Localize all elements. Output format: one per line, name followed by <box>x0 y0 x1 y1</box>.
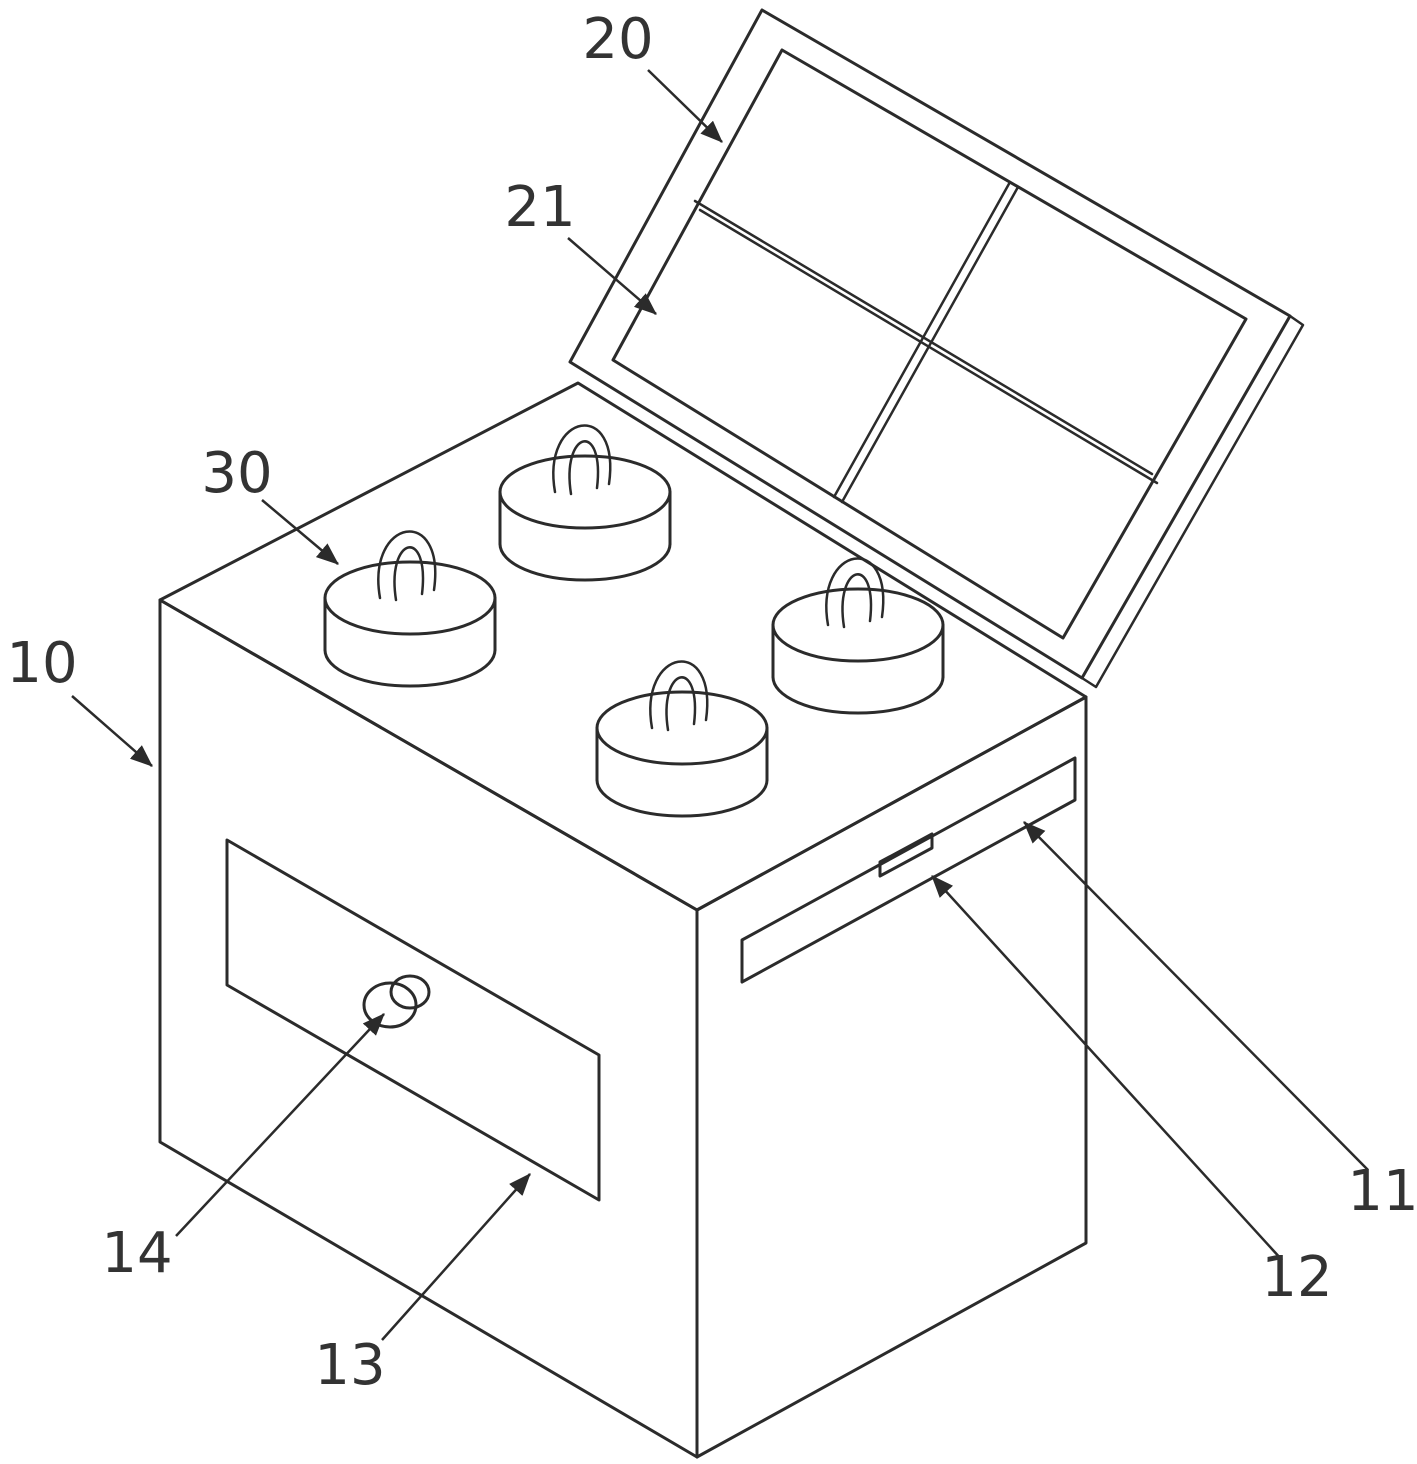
cylinder-front <box>595 660 769 818</box>
cylinder-front-sides <box>595 726 769 782</box>
leader-20 <box>647 69 723 143</box>
label-30: 30 <box>201 441 272 506</box>
box-top-face <box>158 381 1088 912</box>
cylinder-front-bottom <box>595 778 769 818</box>
label-10: 10 <box>6 631 77 696</box>
label-12: 12 <box>1261 1245 1332 1310</box>
cylinder-left <box>323 530 497 688</box>
lid-mullion-horizontal-a <box>693 199 1154 476</box>
cylinder-left-sides <box>323 596 497 652</box>
cylinder-front-handle <box>649 660 709 732</box>
knob <box>362 974 431 1029</box>
cylinder-right-top <box>771 587 945 663</box>
leader-12 <box>931 875 1283 1261</box>
cylinder-right-handle <box>825 557 885 629</box>
label-14: 14 <box>101 1221 172 1286</box>
label-20: 20 <box>582 7 653 72</box>
cylinder-back-handle <box>552 424 612 496</box>
cylinder-back-sides <box>498 490 672 546</box>
cylinder-right-sides <box>771 623 945 679</box>
device-structure <box>158 8 1305 1459</box>
lid-edge-thickness <box>1080 314 1305 689</box>
cylinder-back <box>498 424 672 582</box>
lid-mullion-vertical-b <box>840 185 1020 504</box>
side-slot <box>740 756 1077 984</box>
label-13: 13 <box>314 1333 385 1398</box>
labels: 20 21 30 10 14 13 12 11 <box>6 7 1417 1398</box>
leader-21 <box>567 237 657 315</box>
cylinder-front-top <box>595 690 769 766</box>
leader-10 <box>71 695 153 767</box>
cylinder-back-top <box>498 454 672 530</box>
label-11: 11 <box>1347 1159 1417 1224</box>
leader-14 <box>175 1013 385 1237</box>
lid-assembly <box>568 8 1305 689</box>
lid-window-opening <box>611 48 1248 640</box>
cylinder-back-bottom <box>498 542 672 582</box>
box-right-face <box>695 695 1088 1459</box>
leader-30 <box>261 499 339 565</box>
leader-lines <box>71 69 1369 1341</box>
knob-base <box>362 981 418 1029</box>
leader-13 <box>381 1173 531 1341</box>
front-panel <box>225 838 601 1202</box>
cylinder-right-bottom <box>771 675 945 715</box>
label-21: 21 <box>504 175 575 240</box>
card-slot <box>878 832 934 878</box>
sample-cylinders <box>323 424 945 818</box>
lid-mullion-vertical-a <box>832 180 1012 499</box>
cylinder-right <box>771 557 945 715</box>
cylinder-left-bottom <box>323 648 497 688</box>
box-body <box>158 381 1088 1459</box>
box-left-face <box>158 598 699 1459</box>
cylinder-left-top <box>323 560 497 636</box>
knob-cap <box>389 974 431 1010</box>
lid-mullion-horizontal-b <box>698 208 1159 485</box>
leader-11 <box>1023 821 1369 1171</box>
cylinder-left-handle <box>377 530 437 602</box>
